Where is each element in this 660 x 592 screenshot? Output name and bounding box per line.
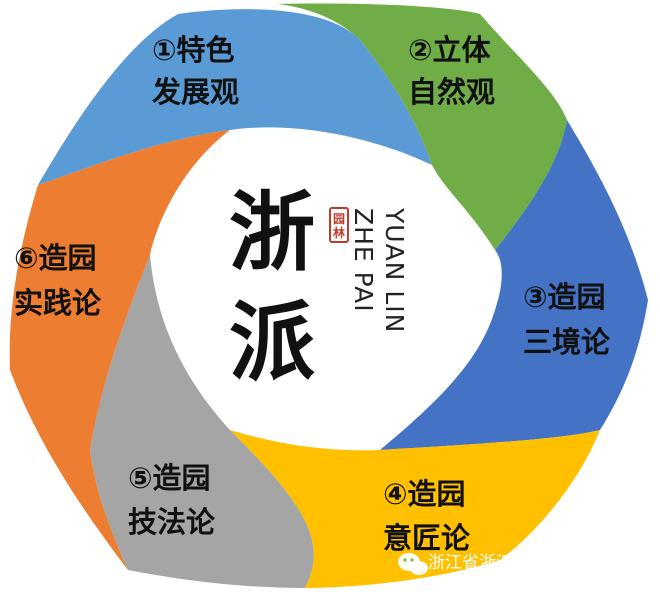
segment-2-shape: [278, 3, 567, 251]
label-3-line2: 三境论: [523, 325, 611, 359]
label-3-line1: ③造园: [523, 280, 606, 314]
center-disc: [175, 140, 475, 440]
segment-6-orange: [9, 130, 231, 570]
label-6-line1: ⑥造园: [14, 241, 97, 275]
center-logo: 浙 派 园林 ZHE PAI YUAN LIN: [229, 182, 409, 393]
romanization-line-2: YUAN LIN: [380, 207, 409, 333]
segment-4-shape: [230, 430, 600, 588]
label-6-line2: 实践论: [14, 286, 102, 320]
footer-watermark: 浙江省浙派园林文旅研究中心: [398, 553, 649, 575]
label-2-line1: ②立体: [408, 33, 492, 67]
label-5-line1: ⑤造园: [128, 461, 211, 495]
center-char-pai: 派: [229, 292, 315, 393]
segment-5-gray: [90, 255, 314, 588]
label-1-line2: 发展观: [151, 75, 239, 109]
segment-5-shape: [90, 255, 314, 588]
seal-stamp: 园林: [329, 207, 349, 243]
segment-3-darkblue: [380, 120, 648, 450]
segment-labels: ①特色 发展观 ②立体 自然观 ③造园 三境论 ④造园 意匠论 ⑤造园 技法论 …: [14, 33, 611, 555]
segment-2-green: [278, 3, 567, 251]
seal-text: 园林: [333, 212, 345, 240]
segment-1-shape: [38, 9, 432, 186]
segment-4-yellow: [230, 430, 600, 588]
center-char-zhe: 浙: [229, 182, 315, 283]
segment-6-shape: [9, 130, 231, 570]
label-2-line2: 自然观: [408, 75, 495, 109]
label-4-line2: 意匠论: [383, 521, 471, 555]
romanization-line-1: ZHE PAI: [349, 208, 378, 313]
segment-3-shape: [380, 120, 648, 450]
segment-1-blue: [38, 9, 432, 186]
wechat-icon: [398, 553, 428, 575]
label-1-line1: ①特色: [152, 33, 235, 67]
label-5-line2: 技法论: [128, 505, 216, 539]
footer-text: 浙江省浙派园林文旅研究中心: [428, 553, 649, 573]
label-4-line1: ④造园: [383, 477, 466, 511]
